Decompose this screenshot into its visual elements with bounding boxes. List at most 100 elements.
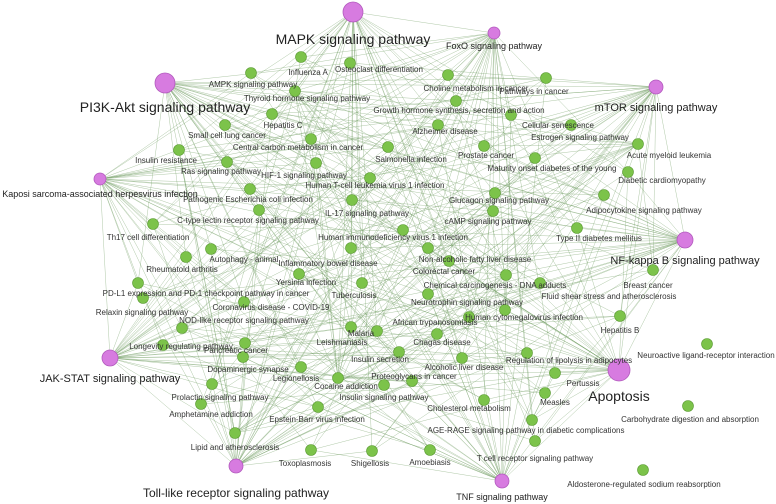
pathway-node[interactable] (157, 339, 169, 351)
pathway-node[interactable] (378, 379, 390, 391)
pathway-node[interactable] (424, 444, 436, 456)
pathway-node[interactable] (549, 367, 561, 379)
pathway-node[interactable] (293, 268, 305, 280)
pathway-node[interactable] (205, 243, 217, 255)
pathway-node[interactable] (632, 138, 644, 150)
pathway-node[interactable] (310, 157, 322, 169)
pathway-node[interactable] (489, 187, 501, 199)
pathway-label: Colorectal cancer (413, 267, 476, 276)
pathway-node[interactable] (598, 189, 610, 201)
pathway-node[interactable] (443, 255, 455, 267)
pathway-node[interactable] (529, 435, 541, 447)
pathway-node[interactable] (147, 218, 159, 230)
pathway-node[interactable] (344, 57, 356, 69)
pathway-node[interactable] (295, 51, 307, 63)
pathway-node[interactable] (295, 361, 307, 373)
pathway-node[interactable] (682, 400, 694, 412)
pathway-node[interactable] (637, 464, 649, 476)
pathway-node[interactable] (305, 444, 317, 456)
pathway-node[interactable] (366, 445, 378, 457)
pathway-node[interactable] (463, 311, 475, 323)
edge (178, 11, 354, 151)
pathway-node[interactable] (382, 141, 394, 153)
pathway-node[interactable] (647, 264, 659, 276)
pathway-node[interactable] (431, 328, 443, 340)
pathway-node[interactable] (478, 394, 490, 406)
pathway-node[interactable] (237, 351, 249, 363)
pathway-node[interactable] (505, 109, 517, 121)
pathway-node[interactable] (345, 321, 357, 333)
pathway-node[interactable] (393, 346, 405, 358)
pathway-node[interactable] (221, 156, 233, 168)
edge (200, 239, 686, 405)
pathway-node[interactable] (289, 85, 301, 97)
pathway-node[interactable] (312, 401, 324, 413)
pathway-node[interactable] (529, 152, 541, 164)
pathway-node[interactable] (450, 95, 462, 107)
hub-node-toll[interactable] (228, 458, 244, 474)
hub-node-mapk[interactable] (342, 1, 364, 23)
hub-node-foxo[interactable] (487, 26, 501, 40)
pathway-node[interactable] (500, 269, 512, 281)
pathway-node[interactable] (526, 414, 538, 426)
pathway-node[interactable] (229, 427, 241, 439)
pathway-node[interactable] (565, 119, 577, 131)
pathway-node[interactable] (487, 205, 499, 217)
pathway-node[interactable] (478, 140, 490, 152)
pathway-node[interactable] (540, 72, 552, 84)
hub-label-toll: Toll-like receptor signaling pathway (143, 486, 329, 500)
pathway-node[interactable] (371, 325, 383, 337)
edge (352, 11, 506, 311)
pathway-node[interactable] (499, 304, 511, 316)
edge (99, 162, 317, 180)
hub-node-mtor[interactable] (648, 79, 664, 95)
hub-node-pi3k[interactable] (154, 72, 176, 94)
edge (352, 11, 578, 229)
pathway-node[interactable] (305, 133, 317, 145)
edge (310, 32, 495, 140)
pathway-node[interactable] (534, 277, 546, 289)
hub-node-tnf[interactable] (494, 473, 510, 489)
pathway-node[interactable] (266, 108, 278, 120)
pathway-node[interactable] (422, 288, 434, 300)
pathway-node[interactable] (422, 242, 434, 254)
edge (258, 209, 339, 379)
pathway-node[interactable] (364, 172, 376, 184)
pathway-node[interactable] (132, 277, 144, 289)
pathway-node[interactable] (239, 337, 251, 349)
pathway-node[interactable] (173, 144, 185, 156)
hub-node-nfkb[interactable] (676, 231, 694, 249)
pathway-node[interactable] (195, 398, 207, 410)
pathway-node[interactable] (356, 277, 368, 289)
pathway-node[interactable] (406, 375, 418, 387)
pathway-node[interactable] (571, 222, 583, 234)
pathway-node[interactable] (332, 372, 344, 384)
pathway-node[interactable] (701, 338, 713, 350)
hub-label-nfkb: NF-kappa B signaling pathway (610, 255, 760, 267)
pathway-node[interactable] (397, 224, 409, 236)
pathway-node[interactable] (346, 194, 358, 206)
pathway-node[interactable] (244, 183, 256, 195)
pathway-node[interactable] (432, 119, 444, 131)
pathway-node[interactable] (253, 204, 265, 216)
hub-node-jak[interactable] (101, 349, 119, 367)
pathway-node[interactable] (614, 310, 626, 322)
pathway-node[interactable] (456, 352, 468, 364)
pathway-node[interactable] (345, 242, 357, 254)
pathway-node[interactable] (539, 387, 551, 399)
pathway-node[interactable] (245, 67, 257, 79)
pathway-node[interactable] (622, 166, 634, 178)
pathway-node[interactable] (137, 292, 149, 304)
pathway-node[interactable] (176, 322, 188, 334)
edge (109, 282, 541, 359)
pathway-node[interactable] (180, 251, 192, 263)
hub-node-apop[interactable] (607, 358, 631, 382)
pathway-node[interactable] (219, 119, 231, 131)
pathway-node[interactable] (442, 69, 454, 81)
pathway-label: Hepatitis B (601, 326, 640, 335)
pathway-node[interactable] (521, 347, 533, 359)
pathway-label: Longevity regulating pathway (129, 342, 233, 351)
pathway-node[interactable] (238, 296, 250, 308)
pathway-node[interactable] (206, 378, 218, 390)
hub-node-kaposi[interactable] (93, 172, 107, 186)
